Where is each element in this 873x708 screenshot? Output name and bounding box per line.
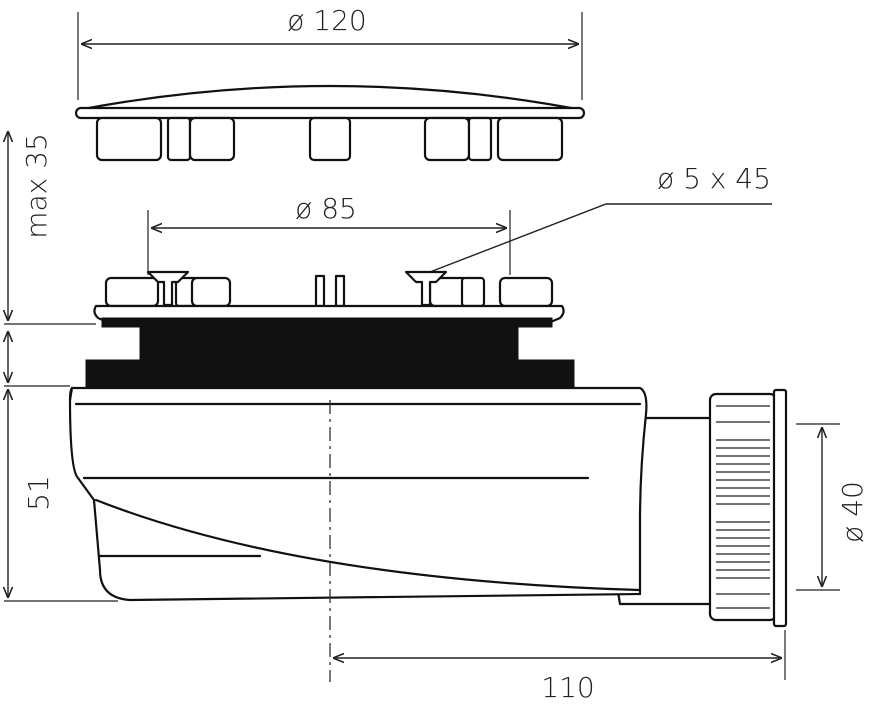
max-thickness-dim bbox=[4, 132, 96, 325]
cover-leg bbox=[188, 116, 236, 162]
flange-bump bbox=[104, 276, 160, 308]
screw-leader bbox=[429, 203, 772, 273]
nut-threads bbox=[716, 405, 770, 609]
flange-bump bbox=[460, 276, 486, 308]
outlet-offset-label: 110 bbox=[541, 671, 594, 704]
flange-clip bbox=[334, 274, 346, 308]
outlet-diameter-label: ø 40 bbox=[836, 481, 869, 543]
flange-bump bbox=[498, 276, 554, 308]
cover-plate bbox=[74, 106, 586, 120]
flange-bump bbox=[190, 276, 232, 308]
max-thickness-label: max 35 bbox=[20, 133, 53, 239]
flange-clip bbox=[314, 274, 326, 308]
height-dim bbox=[4, 332, 118, 602]
height-label: 51 bbox=[22, 475, 55, 511]
outlet-diameter-dim bbox=[796, 423, 840, 591]
siphon-body bbox=[68, 386, 788, 628]
outlet-nut-flange bbox=[772, 388, 788, 628]
cover-leg bbox=[308, 116, 352, 162]
screw-label: ø 5 x 45 bbox=[657, 162, 771, 195]
flange-ring bbox=[93, 203, 772, 326]
cover-leg bbox=[496, 116, 564, 162]
flange-diameter-label: ø 85 bbox=[295, 192, 357, 225]
cover-leg bbox=[467, 116, 493, 162]
gasket-middle bbox=[139, 325, 519, 363]
body-curve bbox=[94, 498, 642, 592]
outlet-nut bbox=[708, 392, 778, 622]
outlet-offset-dim bbox=[334, 630, 786, 680]
cover-dome bbox=[76, 84, 584, 112]
cover-diameter-label: ø 120 bbox=[287, 4, 366, 37]
cover-leg bbox=[423, 116, 471, 162]
cover-leg bbox=[166, 116, 192, 162]
cover-cap bbox=[74, 12, 586, 162]
body-edge bbox=[68, 386, 74, 402]
cover-leg bbox=[95, 116, 163, 162]
gasket-bottom bbox=[85, 359, 575, 389]
gasket bbox=[85, 317, 575, 389]
body-main bbox=[68, 386, 648, 602]
